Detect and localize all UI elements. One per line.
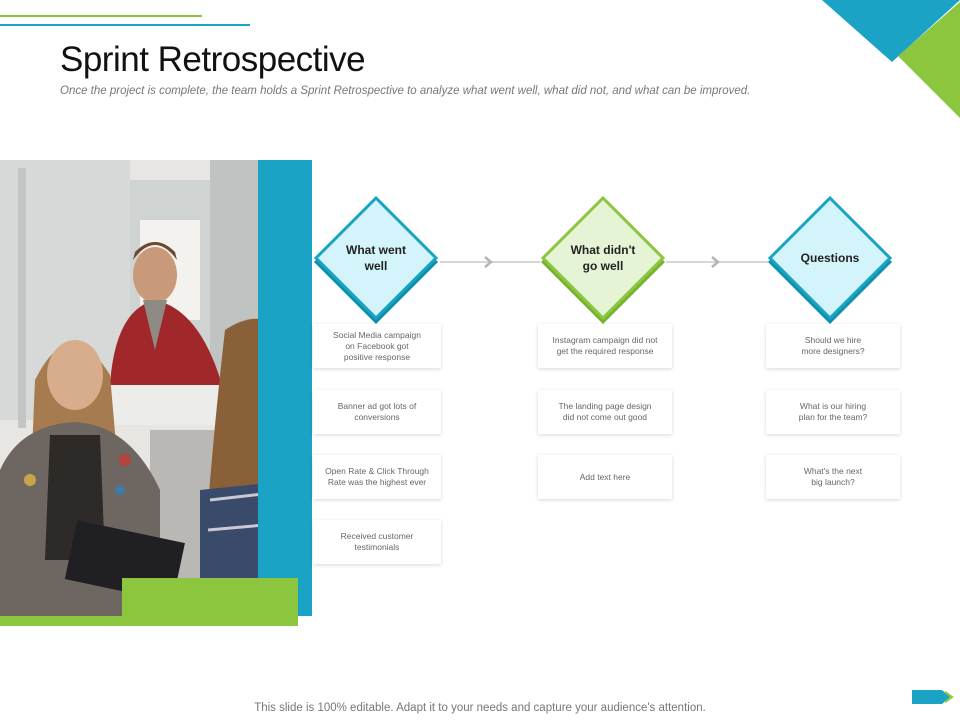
corner-decor-blue	[822, 0, 960, 62]
accent-block-green	[122, 578, 298, 626]
decor-line-blue	[0, 24, 250, 26]
next-arrow-icon[interactable]	[912, 688, 956, 711]
team-meeting-photo	[0, 160, 298, 616]
page-subtitle: Once the project is complete, the team h…	[60, 85, 751, 97]
chevron-right-icon	[711, 256, 720, 268]
diamond-questions	[767, 195, 893, 324]
diamond-went-well	[313, 195, 439, 324]
chevron-right-icon	[484, 256, 493, 268]
footer-note: This slide is 100% editable. Adapt it to…	[254, 702, 706, 714]
diamond-didnt-go-well	[540, 195, 666, 324]
didnt-go-well-card-3: Add text here	[538, 455, 672, 499]
heading-questions: Questions	[800, 251, 860, 265]
page-title: Sprint Retrospective	[60, 40, 366, 79]
decor-line-green	[0, 15, 202, 17]
accent-bar-blue	[258, 160, 312, 616]
corner-decor-green	[898, 0, 960, 118]
